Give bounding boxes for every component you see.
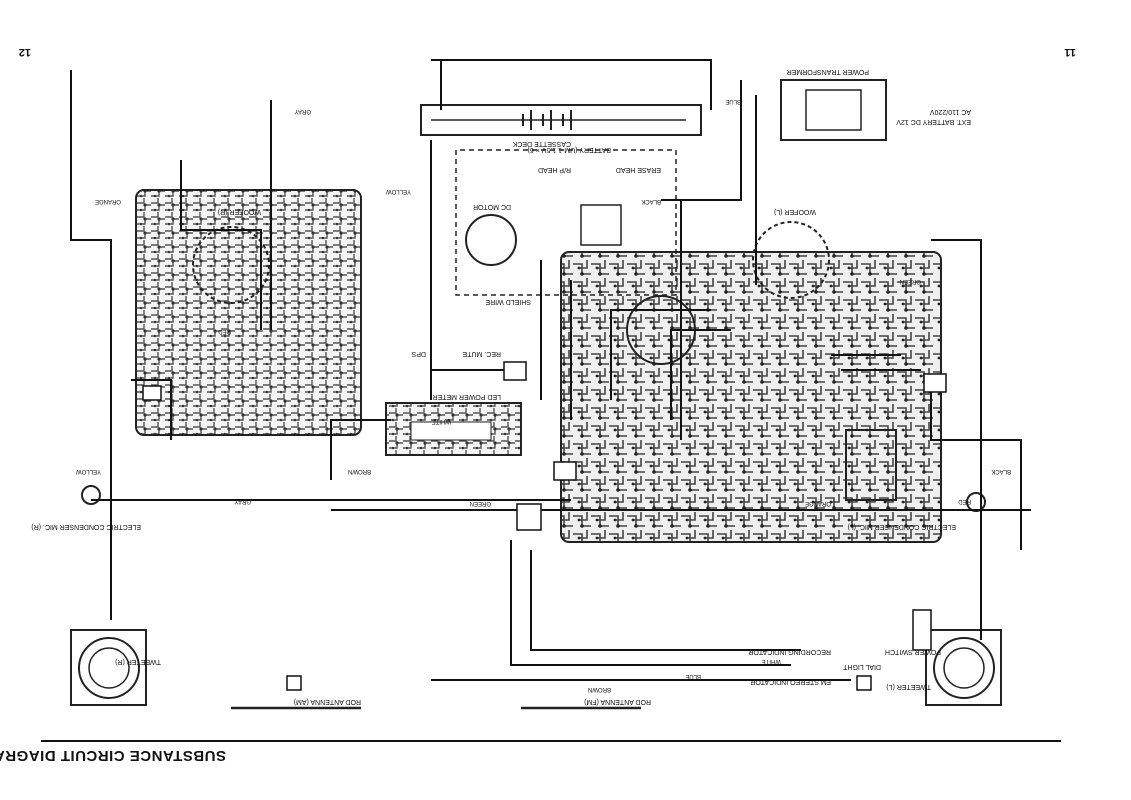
wire-color-label: YELLOW <box>76 468 101 474</box>
wire-color-label: GRAY <box>234 498 251 504</box>
label-woofer-l: WOOFER (L) <box>774 208 816 215</box>
pcb-main-amplifier <box>560 251 942 543</box>
title-rule <box>41 740 1061 742</box>
wire-color-label: YELLOW <box>386 188 411 194</box>
label-recording: RECORDING INDICATOR <box>748 648 831 655</box>
label-dc-motor: DC MOTOR <box>473 203 511 210</box>
wire-color-label: GREEN <box>900 278 921 284</box>
label-erase-head: ERASE HEAD <box>616 166 661 173</box>
mic-right <box>81 485 101 505</box>
woofer-left <box>752 221 830 299</box>
label-dial-light: DIAL LIGHT <box>842 663 881 670</box>
tweeter-right <box>70 629 147 706</box>
label-ac-supply: AC 110/220V <box>930 108 971 115</box>
wire-color-label: BLUE <box>725 98 741 104</box>
pcb-led-meter <box>385 402 522 456</box>
label-shield-wire: SHIELD WIRE <box>485 298 531 305</box>
wire-color-label: GREEN <box>470 500 491 506</box>
label-cassette-deck: CASSETTE DECK <box>512 140 571 147</box>
label-rod-antenna-am: ROD ANTENNA (AM) <box>294 698 361 705</box>
wire-color-label: GRAY <box>294 108 311 114</box>
cassette-deck <box>455 149 677 296</box>
wire-color-label: RED <box>958 498 971 504</box>
label-mic-r: ELECTRIC CONDENSER MIC. (R) <box>31 523 141 530</box>
label-fm-stereo: FM STEREO INDICATOR <box>750 678 831 685</box>
wire-color-label: RED <box>218 328 231 334</box>
wire-color-label: ORANGE <box>805 500 831 506</box>
label-tweeter-l: TWEETER (L) <box>886 683 931 690</box>
label-woofer-r: WOOFER (R) <box>218 208 261 215</box>
power-transformer <box>780 79 887 141</box>
page-number-left: 11 <box>1064 46 1076 58</box>
label-dps: DPS <box>411 350 426 357</box>
label-mic-l: ELECTRIC CONDENSER MIC. (L) <box>847 523 956 530</box>
wire-color-label: BLACK <box>991 468 1011 474</box>
label-led-meter: LED POWER METER <box>433 393 501 400</box>
woofer-right <box>192 226 270 304</box>
wire-color-label: WHITE <box>762 658 781 664</box>
battery-pack <box>420 104 702 136</box>
label-tweeter-r: TWEETER (R) <box>115 658 161 665</box>
label-rp-head: R/P HEAD <box>538 166 571 173</box>
label-battery: BATTERY (UM-1 1.5V × 6) <box>528 146 611 153</box>
tweeter-left <box>925 629 1002 706</box>
page-title: SUBSTANCE CIRCUIT DIAGRAM <box>0 747 226 764</box>
label-rod-antenna-fm: ROD ANTENNA (FM) <box>584 698 651 705</box>
connectors <box>142 361 947 691</box>
wire-color-label: BLUE <box>685 673 701 679</box>
wire-color-label: BROWN <box>588 686 611 692</box>
wiring <box>70 59 1031 681</box>
wire-color-label: ORANGE <box>95 198 121 204</box>
label-power-switch: POWER SWITCH <box>885 648 941 655</box>
label-ext-battery: EXT. BATTERY DC 12V <box>896 118 971 125</box>
component-labels: BATTERY (UM-1 1.5V × 6) POWER TRANSFORME… <box>31 68 971 705</box>
pcb-tuner <box>135 189 362 436</box>
wire-color-label: WHITE <box>432 418 451 424</box>
page-number-right: 12 <box>18 46 31 58</box>
wire-color-label: BLACK <box>641 198 661 204</box>
label-rec-mute: REC. MUTE <box>462 350 501 357</box>
label-power-transformer: POWER TRANSFORMER <box>787 68 869 75</box>
wire-color-label: BROWN <box>348 468 371 474</box>
